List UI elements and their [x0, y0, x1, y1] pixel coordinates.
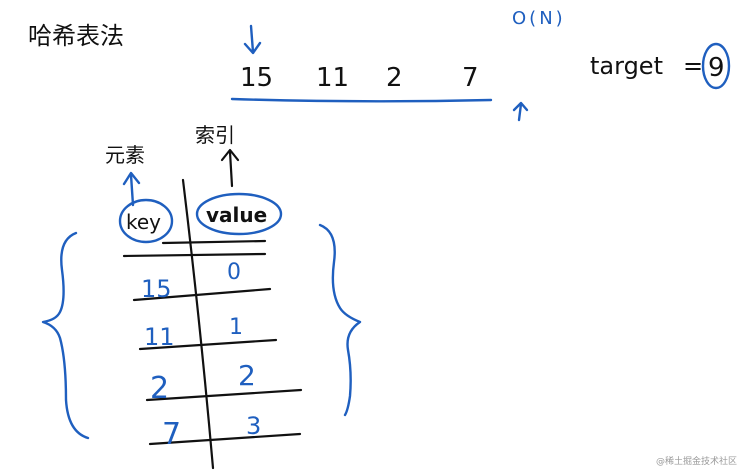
array-underline [230, 97, 493, 103]
table-row-value: 2 [238, 359, 256, 392]
key-up-arrow-icon [122, 171, 141, 207]
key-header: key [126, 210, 161, 234]
value-annotation: 索引 [195, 123, 235, 147]
right-brace [318, 223, 362, 417]
array-item: 7 [462, 63, 479, 93]
pointer-down-arrow-icon [243, 24, 262, 55]
table-row-value: 0 [227, 260, 241, 285]
target-value: 9 [708, 53, 725, 83]
value-header: value [206, 203, 267, 227]
complexity-label: O(N) [512, 8, 566, 29]
array-item: 11 [316, 63, 349, 93]
key-header-circle [118, 198, 174, 244]
table-row-key: 11 [144, 323, 175, 351]
array-item: 15 [240, 63, 273, 93]
table-row-key: 15 [141, 275, 172, 303]
table-grid [122, 178, 303, 470]
table-rows: 15 0 11 1 2 2 7 3 [141, 260, 261, 452]
value-up-arrow-icon [220, 148, 240, 188]
table-row-value: 3 [246, 412, 261, 440]
target-circle [701, 42, 731, 90]
array-item: 2 [386, 63, 403, 93]
target-label: target [590, 52, 663, 80]
table-row-key: 2 [150, 371, 169, 406]
table-row-key: 7 [162, 417, 181, 452]
watermark: @稀土掘金技术社区 [655, 457, 737, 467]
value-header-circle [195, 192, 283, 236]
end-pointer-icon [512, 101, 529, 122]
table-row-value: 1 [229, 315, 243, 340]
array-values: 15 11 2 7 [240, 63, 479, 93]
target-equals: = [683, 52, 703, 80]
left-brace [41, 231, 90, 440]
key-annotation: 元素 [105, 143, 145, 167]
page-title: 哈希表法 [28, 22, 124, 50]
